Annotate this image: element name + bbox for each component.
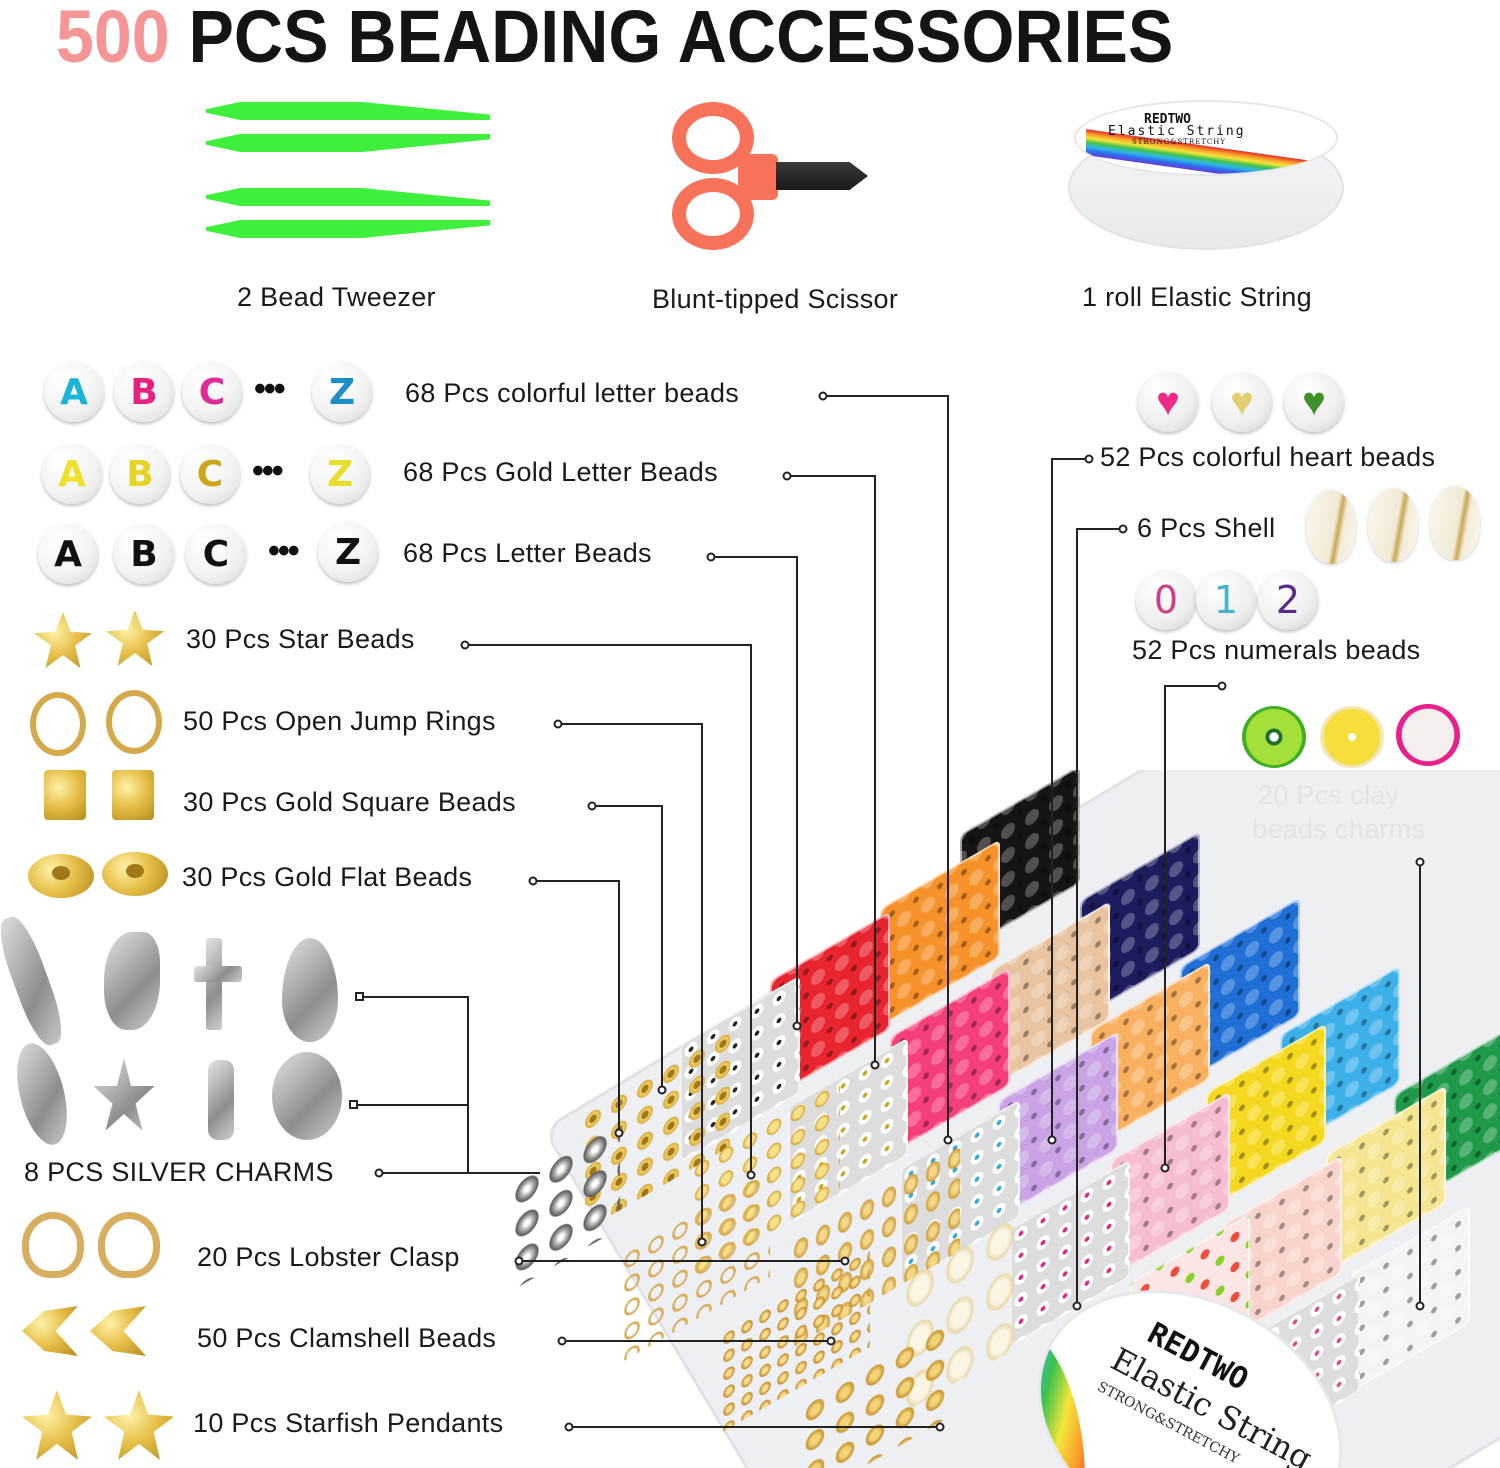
letter-bead: B bbox=[110, 444, 170, 504]
scissor-label: Blunt-tipped Scissor bbox=[652, 284, 899, 314]
square-bead-icon bbox=[44, 770, 86, 820]
silver-charms-label: 8 PCS SILVER CHARMS bbox=[24, 1157, 334, 1187]
lobster-clasp-icon bbox=[22, 1212, 84, 1278]
letter-bead: B bbox=[114, 524, 174, 584]
jump-ring-icon bbox=[30, 692, 86, 756]
black-letter-beads-label: 68 Pcs Letter Beads bbox=[403, 538, 652, 568]
letter-bead: Z bbox=[312, 362, 372, 422]
letter-bead: Z bbox=[310, 444, 370, 504]
bone-charm-icon bbox=[208, 1060, 234, 1140]
dragon-fruit-charm-icon bbox=[1396, 704, 1460, 766]
jump-rings-label: 50 Pcs Open Jump Rings bbox=[183, 706, 496, 736]
feather-charm-icon bbox=[0, 912, 70, 1050]
heart-bead-icon: ♥ bbox=[1138, 372, 1198, 432]
starfish-pendant-icon bbox=[22, 1390, 92, 1460]
letter-bead: A bbox=[42, 444, 102, 504]
numeral-beads-label: 52 Pcs numerals beads bbox=[1132, 635, 1421, 665]
tweezer-icon bbox=[206, 102, 490, 120]
silver-charms-group bbox=[0, 908, 350, 1150]
star-bead-icon bbox=[34, 612, 92, 668]
starfish-pendants-label: 10 Pcs Starfish Pendants bbox=[193, 1408, 504, 1438]
letter-bead: C bbox=[180, 444, 240, 504]
black-letter-beads-row: A B C ••• Z bbox=[36, 522, 378, 588]
ellipsis: ••• bbox=[268, 532, 300, 570]
cross-charm-icon bbox=[206, 938, 222, 1030]
ship-wheel-charm-icon bbox=[272, 1052, 342, 1140]
dolphin-charm-icon bbox=[104, 932, 160, 1030]
spool-sub: STRONG&STRETCHY bbox=[1132, 138, 1227, 146]
jump-ring-icon bbox=[106, 690, 162, 754]
starfish-charm-icon bbox=[93, 1058, 155, 1131]
lobster-clasp-label: 20 Pcs Lobster Clasp bbox=[197, 1242, 460, 1272]
shell-icon bbox=[1368, 488, 1418, 562]
clamshell-bead-icon bbox=[22, 1306, 78, 1356]
ellipsis: ••• bbox=[254, 370, 286, 408]
letter-bead: A bbox=[38, 524, 98, 584]
gold-letter-beads-row: A B C ••• Z bbox=[40, 442, 380, 508]
title-text: PCS BEADING ACCESSORIES bbox=[188, 0, 1174, 78]
colorful-letter-beads-label: 68 Pcs colorful letter beads bbox=[405, 378, 740, 408]
spool-brand: REDTWO bbox=[1144, 112, 1191, 127]
numeral-bead: 1 bbox=[1196, 570, 1256, 630]
clamshell-bead-icon bbox=[90, 1306, 146, 1356]
tweezer-image bbox=[200, 96, 500, 256]
heart-bead-icon: ♥ bbox=[1284, 372, 1344, 432]
tweezer-icon bbox=[206, 220, 490, 238]
gold-letter-beads-label: 68 Pcs Gold Letter Beads bbox=[403, 457, 718, 487]
star-beads-label: 30 Pcs Star Beads bbox=[186, 624, 415, 654]
square-bead-icon bbox=[112, 770, 154, 820]
title-count: 500 bbox=[56, 0, 170, 78]
scissor-image bbox=[668, 100, 918, 260]
numeral-bead: 0 bbox=[1136, 570, 1196, 630]
ellipsis: ••• bbox=[252, 452, 284, 490]
lemon-charm-icon bbox=[1320, 706, 1384, 768]
kiwi-charm-icon bbox=[1242, 706, 1306, 768]
flat-bead-icon bbox=[102, 852, 168, 896]
scissor-blade-icon bbox=[776, 162, 868, 190]
tweezer-icon bbox=[206, 188, 490, 206]
cross-charm-bar bbox=[194, 966, 242, 982]
heart-bead-icon: ♥ bbox=[1212, 372, 1272, 432]
page-title: 500 PCS BEADING ACCESSORIES bbox=[56, 0, 1173, 79]
shell-icon bbox=[1430, 486, 1480, 560]
numeral-bead: 2 bbox=[1258, 570, 1318, 630]
elastic-string-image: REDTWO Elastic String STRONG&STRETCHY bbox=[1068, 96, 1348, 256]
shell-icon bbox=[1306, 490, 1356, 564]
lobster-clasp-icon bbox=[98, 1212, 160, 1278]
tweezer-icon bbox=[206, 134, 490, 152]
square-beads-label: 30 Pcs Gold Square Beads bbox=[183, 787, 516, 817]
tweezer-label: 2 Bead Tweezer bbox=[237, 282, 436, 312]
letter-bead: B bbox=[114, 362, 174, 422]
leaf-small-charm-icon bbox=[8, 1038, 76, 1150]
colorful-letter-beads-row: A B C ••• Z bbox=[40, 360, 380, 426]
elastic-string-label: 1 roll Elastic String bbox=[1082, 282, 1312, 312]
heart-beads-label: 52 Pcs colorful heart beads bbox=[1100, 442, 1436, 472]
bead-storage-box bbox=[470, 770, 1500, 1468]
letter-bead: A bbox=[44, 362, 104, 422]
letter-bead: C bbox=[186, 524, 246, 584]
shell-label: 6 Pcs Shell bbox=[1137, 513, 1276, 543]
starfish-pendant-icon bbox=[104, 1390, 174, 1460]
letter-bead: Z bbox=[318, 522, 378, 582]
clamshell-beads-label: 50 Pcs Clamshell Beads bbox=[197, 1323, 497, 1353]
letter-bead: C bbox=[182, 362, 242, 422]
flat-bead-icon bbox=[28, 854, 94, 898]
spool-text: Elastic String bbox=[1108, 124, 1246, 139]
star-bead-icon bbox=[106, 610, 164, 666]
flat-beads-label: 30 Pcs Gold Flat Beads bbox=[182, 862, 473, 892]
leaf-charm-icon bbox=[282, 938, 338, 1042]
